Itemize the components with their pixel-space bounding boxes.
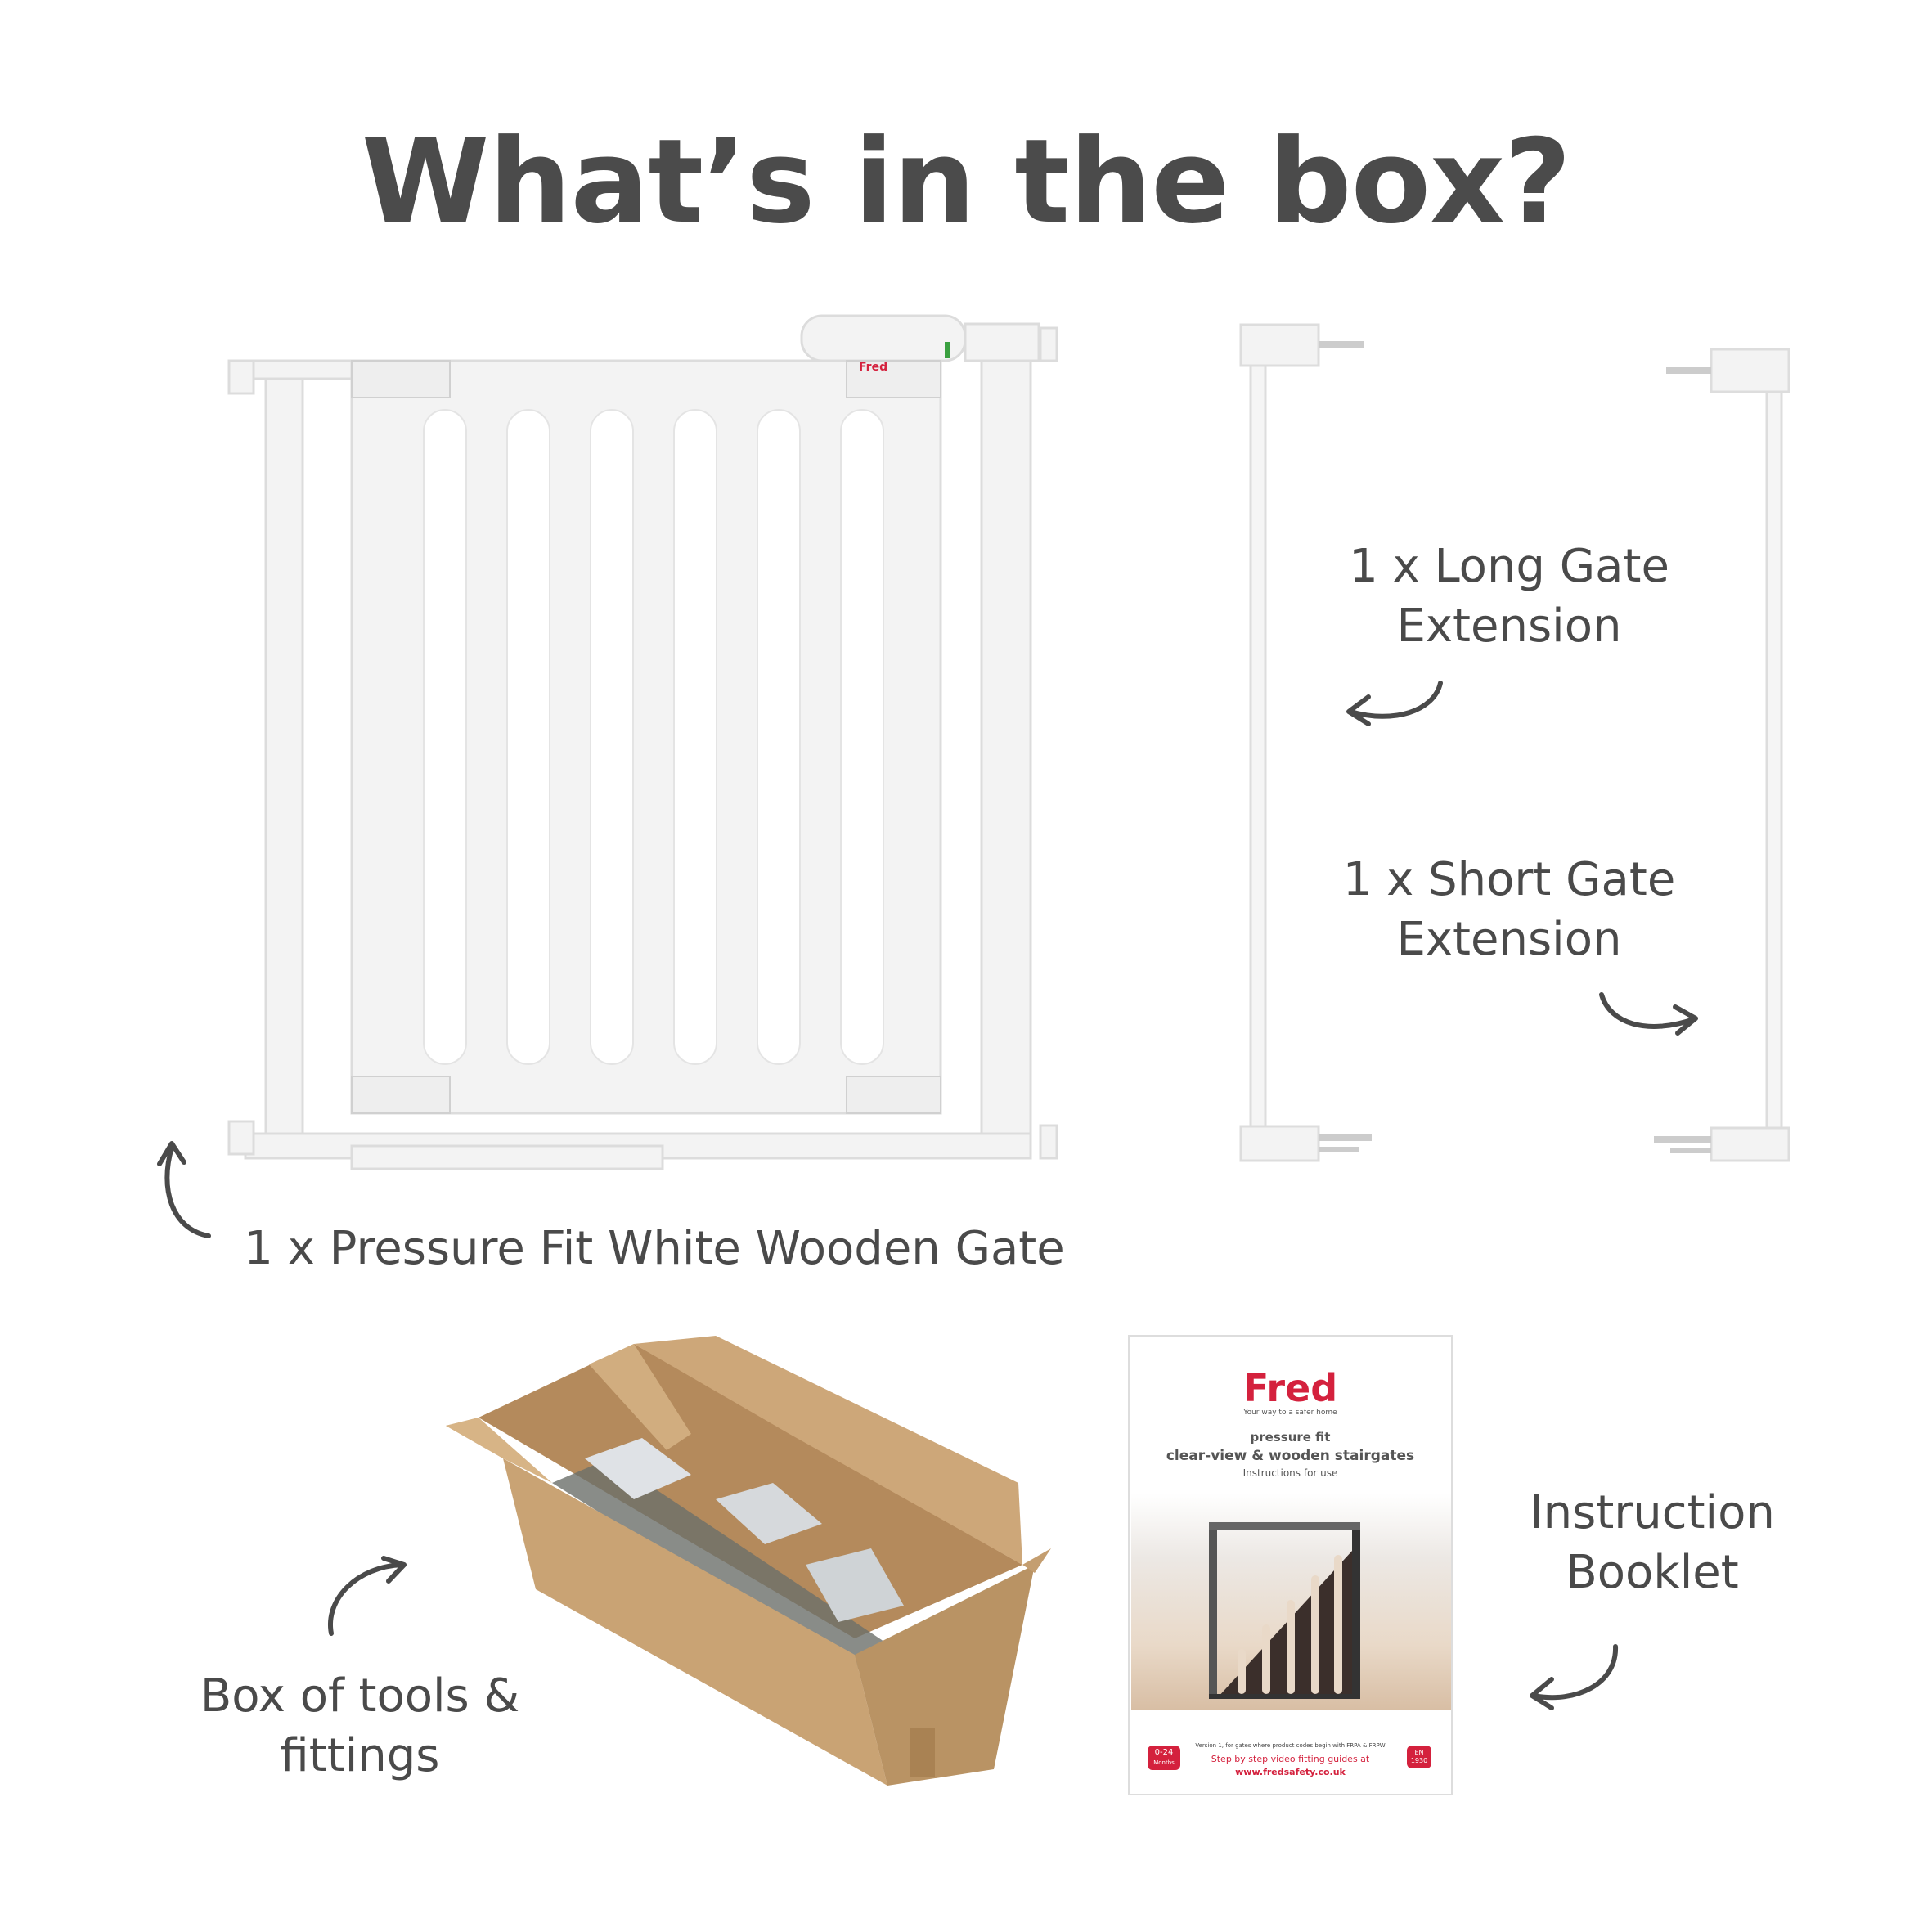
- gate-caption: 1 x Pressure Fit White Wooden Gate: [244, 1222, 1065, 1275]
- caption-line: Extension: [1396, 913, 1622, 966]
- wooden-gate-image: Fred: [227, 314, 1058, 1170]
- curved-arrow-icon: [157, 1141, 211, 1238]
- booklet-gate-photo: [1131, 1494, 1451, 1710]
- caption-line: 1 x Long Gate: [1349, 540, 1669, 593]
- curved-arrow-icon: [1530, 1644, 1619, 1710]
- badge-text: 0-24: [1154, 1748, 1174, 1757]
- tools-box-image: [446, 1336, 1051, 1786]
- short-extension-image: [1654, 348, 1790, 1162]
- curved-arrow-icon: [327, 1556, 407, 1636]
- badge-text: 1930: [1410, 1757, 1428, 1764]
- tools-box-caption: Box of tools & fittings: [164, 1666, 556, 1786]
- long-extension-caption: 1 x Long Gate Extension: [1301, 537, 1718, 656]
- booklet-url: www.fredsafety.co.uk: [1235, 1767, 1346, 1777]
- booklet-line: clear-view & wooden stairgates: [1166, 1448, 1415, 1464]
- page-title: What’s in the box?: [361, 115, 1571, 249]
- caption-line: Extension: [1396, 600, 1622, 653]
- booklet-version: Version 1, for gates where product codes…: [1195, 1742, 1386, 1749]
- curved-arrow-icon: [1599, 992, 1698, 1036]
- caption-line: 1 x Short Gate: [1342, 853, 1676, 906]
- gate-logo: Fred: [859, 361, 887, 374]
- long-extension-image: [1239, 323, 1372, 1162]
- booklet-tagline: Your way to a safer home: [1243, 1409, 1337, 1417]
- short-extension-caption: 1 x Short Gate Extension: [1301, 850, 1718, 969]
- curved-arrow-icon: [1346, 681, 1443, 726]
- booklet-line: pressure fit: [1250, 1430, 1331, 1445]
- caption-line: Booklet: [1566, 1546, 1739, 1599]
- caption-line: fittings: [280, 1729, 440, 1782]
- instruction-booklet-image: Fred Your way to a safer home pressure f…: [1128, 1335, 1453, 1795]
- booklet-line: Instructions for use: [1242, 1467, 1338, 1479]
- caption-line: Box of tools &: [200, 1669, 520, 1723]
- fred-logo: Fred: [1242, 1366, 1338, 1410]
- booklet-video-text: Step by step video fitting guides at: [1211, 1754, 1370, 1764]
- badge-text: EN: [1414, 1749, 1424, 1756]
- booklet-caption: Instruction Booklet: [1464, 1483, 1840, 1602]
- badge-text: Months: [1153, 1759, 1175, 1766]
- caption-line: Instruction: [1530, 1486, 1775, 1539]
